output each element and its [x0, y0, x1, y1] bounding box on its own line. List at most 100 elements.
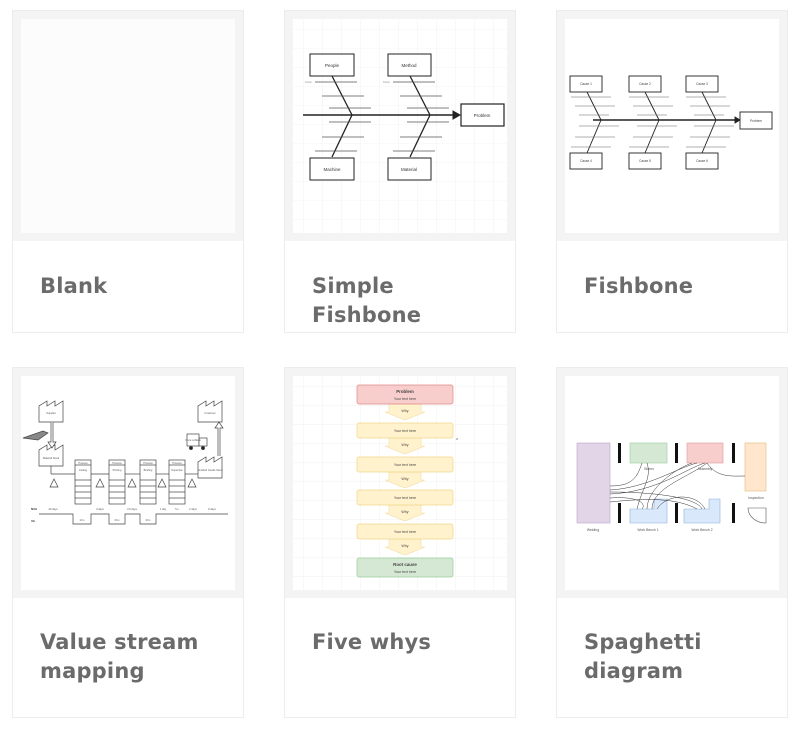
vsm-label: Material Stock — [43, 456, 60, 460]
template-card-simple-fishbone[interactable]: People Method Machine Material Problem D… — [284, 10, 516, 333]
template-card-five-whys[interactable]: Problem Your text here Your text here Yo… — [284, 367, 516, 718]
template-preview: Problem Your text here Your text here Yo… — [285, 368, 515, 598]
placeholder: Your text here — [394, 429, 416, 433]
five-whys-preview: Problem Your text here Your text here Yo… — [293, 376, 507, 590]
box-label: Problem — [750, 119, 762, 123]
placeholder: Your text here — [394, 397, 416, 401]
template-title: Value stream mapping — [40, 630, 199, 683]
template-card-fishbone[interactable]: Cause 1 Cause 2 Cause 3 Cause 4 Cause 5 … — [556, 10, 788, 333]
vsm-label: Supplier — [46, 411, 56, 415]
area-label: Stores — [644, 467, 654, 471]
placeholder: Your text here — [394, 530, 416, 534]
template-title: Simple Fishbone — [312, 274, 422, 327]
template-card-spaghetti-diagram[interactable]: Welding Stores Assembly Inspection Work … — [556, 367, 788, 718]
vsm-label: VA — [31, 519, 36, 523]
vsm-label: NVA — [31, 507, 38, 511]
box-label: Method — [401, 63, 417, 68]
finished-goods-factory-icon — [197, 456, 223, 479]
template-card-value-stream-mapping[interactable]: Supplier Material Stock Customer Once a … — [12, 367, 244, 718]
machine-box — [309, 157, 355, 181]
area-label: Welding — [587, 528, 599, 532]
vsm-label: Process — [172, 461, 182, 465]
box-label: Problem — [474, 113, 491, 118]
template-title: Fishbone — [584, 274, 694, 298]
material-box — [387, 157, 432, 181]
movement-paths — [609, 462, 746, 510]
box-label: People — [325, 63, 340, 68]
why-label: Why — [401, 477, 408, 481]
inspection-area — [744, 442, 767, 492]
vsm-label: Process — [112, 461, 122, 465]
process-boxes — [74, 459, 186, 505]
people-box — [309, 53, 355, 77]
blank-preview — [21, 19, 235, 233]
why-label: Why — [401, 409, 408, 413]
vsm-label: 20 s — [115, 518, 121, 522]
timeline — [39, 513, 228, 525]
box-label: Cause 6 — [696, 159, 708, 163]
rib-label: Detail — [305, 80, 312, 84]
area-label: Inspection — [748, 496, 764, 500]
why-arrows — [384, 403, 426, 556]
area-label: Work Bench 2 — [691, 528, 712, 532]
work-bench-1 — [629, 498, 668, 524]
inventory-warning-icons — [49, 478, 197, 488]
root-cause-box — [356, 557, 454, 578]
vsm-label: 5 s — [175, 507, 179, 511]
box-label: Cause 2 — [639, 82, 651, 86]
problem-box — [460, 103, 505, 127]
vsm-label: 9 days — [208, 507, 216, 511]
supplier-factory-icon — [38, 400, 64, 423]
template-title: Blank — [40, 274, 108, 298]
rib-label: Detail — [383, 80, 390, 84]
root-label: Root cause — [393, 562, 417, 567]
why-label: Why — [401, 544, 408, 548]
box-label: Material — [401, 167, 417, 172]
vsm-label: Finished Goods Stock — [197, 468, 223, 472]
vsm-label: 1 day — [160, 507, 167, 511]
vsm-label: Cutting — [79, 468, 88, 472]
airplane-icon — [22, 430, 49, 441]
problem-label: Problem — [396, 389, 414, 394]
template-title: Five whys — [312, 630, 432, 654]
template-preview: Supplier Material Stock Customer Once a … — [13, 368, 243, 598]
simple-fishbone-preview: People Method Machine Material Problem D… — [293, 19, 507, 233]
why-label: Why — [401, 510, 408, 514]
vsm-label: Printing — [113, 468, 122, 472]
box-label: Cause 4 — [580, 159, 592, 163]
vsm-label: Process — [78, 461, 88, 465]
template-preview: Cause 1 Cause 2 Cause 3 Cause 4 Cause 5 … — [557, 11, 787, 241]
value-stream-preview: Supplier Material Stock Customer Once a … — [21, 376, 235, 590]
work-bench-2 — [683, 498, 721, 524]
problem-box — [356, 384, 454, 405]
box-label: Cause 3 — [696, 82, 708, 86]
assembly-area — [686, 442, 724, 464]
vsm-label: Once a Week — [185, 438, 201, 442]
placeholder: Your text here — [394, 570, 416, 574]
template-preview: People Method Machine Material Problem D… — [285, 11, 515, 241]
box-label: Cause 1 — [580, 82, 592, 86]
template-preview — [13, 11, 243, 241]
vsm-label: 3 days — [96, 507, 104, 511]
spaghetti-preview: Welding Stores Assembly Inspection Work … — [565, 376, 779, 590]
template-card-blank[interactable]: Blank — [12, 10, 244, 333]
area-label: Work Bench 1 — [637, 528, 658, 532]
template-preview: Welding Stores Assembly Inspection Work … — [557, 368, 787, 598]
vsm-label: 10 s — [80, 518, 86, 522]
box-label: Machine — [323, 167, 341, 172]
vsm-label: 30 s — [146, 518, 152, 522]
vsm-label: 2 days — [189, 507, 197, 511]
vsm-label: Inspection — [171, 468, 183, 472]
vsm-label: 0.5 days — [127, 507, 138, 511]
door-icon — [747, 507, 767, 524]
fishbone-preview: Cause 1 Cause 2 Cause 3 Cause 4 Cause 5 … — [565, 19, 779, 233]
placeholder: Your text here — [394, 496, 416, 500]
method-box — [387, 53, 432, 77]
raw-material-factory-icon — [38, 444, 64, 467]
customer-factory-icon — [197, 400, 223, 423]
welding-area — [576, 442, 611, 524]
vsm-label: Binding — [144, 468, 153, 472]
vsm-label: 20 days — [48, 507, 58, 511]
vsm-label: Customer — [204, 411, 215, 415]
template-title: Spaghetti diagram — [584, 630, 702, 683]
